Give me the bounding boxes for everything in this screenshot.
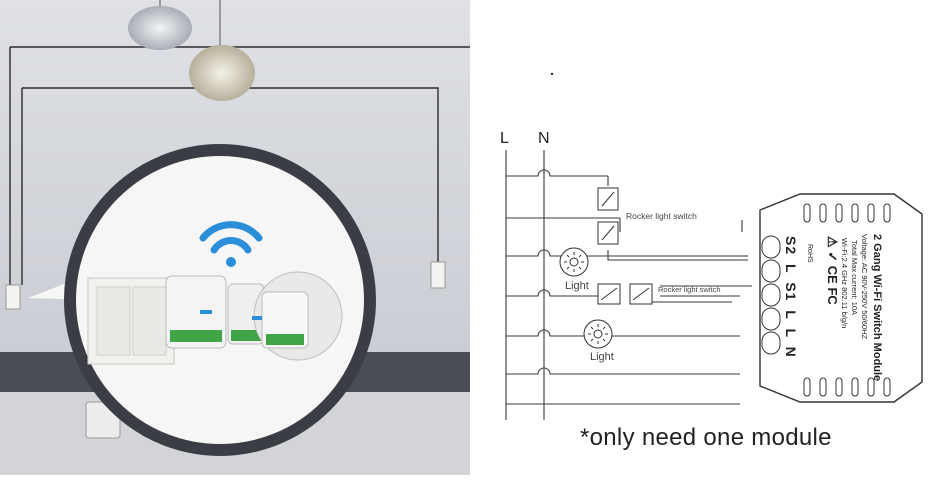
switch-module [165, 275, 227, 349]
wall-switch [430, 261, 446, 289]
module-voltage: Voltage: AC 90V-250V 50/60HZ [860, 234, 869, 339]
module-current: Total Max current: 10A [850, 240, 859, 315]
module-rohs-label: RoHS [806, 244, 813, 263]
module-wifi-spec: Wi-Fi:2.4 GHz 802.11 b/g/n [840, 238, 849, 328]
light-2-icon [583, 319, 613, 349]
wifi-icon [199, 221, 263, 254]
wifi-switch-module: S2 L S1 L L N RoHS ⚠ ✓ CE FC 2 Gang Wi-F… [759, 193, 923, 403]
wiring-diagram: L N Rocker light switch Light [470, 0, 944, 475]
module-title: 2 Gang Wi-Fi Switch Module [871, 234, 883, 381]
rocker-switch-1-label: Rocker light switch [626, 211, 697, 221]
rocker-switch-2-label: Rocker light switch [658, 285, 721, 294]
svg-text:⚠ ✓ CE FC: ⚠ ✓ CE FC [825, 236, 840, 305]
terminal-l-label: L [500, 130, 509, 147]
light-2-label: Light [590, 351, 614, 363]
pendant-lamp [189, 45, 255, 101]
rocker-switch-1 [597, 187, 619, 245]
light-1-label: Light [565, 280, 589, 292]
module-marks: ⚠ ✓ CE FC [825, 236, 840, 305]
pendant-lamp [128, 6, 192, 50]
footnote: *only need one module [580, 424, 832, 451]
installation-photo [0, 0, 470, 475]
module-terminals-label: S2 L S1 L L N [783, 236, 799, 358]
junction-box [253, 271, 343, 361]
rocker-switch-plate [87, 277, 175, 365]
light-1-icon [559, 247, 589, 277]
terminal-n-label: N [538, 130, 550, 147]
rocker-switch-2 [597, 283, 653, 305]
wall-switch [5, 284, 21, 310]
